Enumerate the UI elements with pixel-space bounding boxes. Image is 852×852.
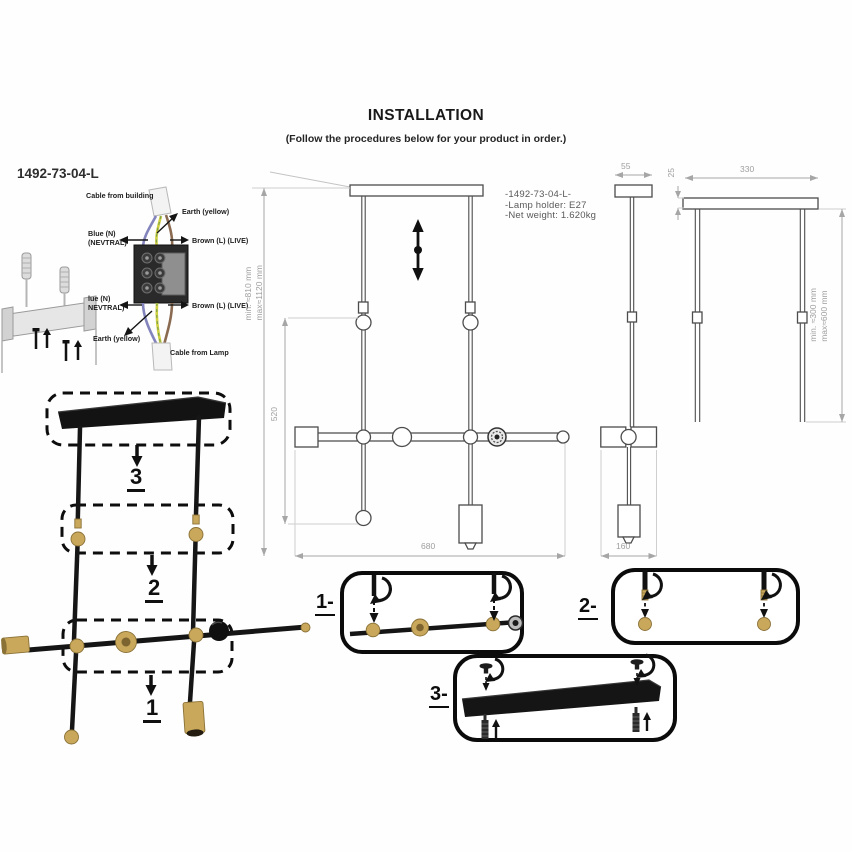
down-arrow-icon <box>131 445 158 696</box>
step-label-2: 2- <box>578 596 598 620</box>
label-cable-from-building: Cable from building <box>86 191 154 200</box>
up-arrow-icon <box>492 712 651 739</box>
assembly-number-3: 3 <box>127 466 146 492</box>
bar-joint <box>462 429 479 445</box>
dashed-insert-arrow-icon <box>641 603 768 618</box>
mounting-bracket-icon <box>1 295 97 373</box>
spec-net-weight: -Net weight: 1.620kg <box>505 210 597 221</box>
rod-render <box>642 570 767 590</box>
ball-joint-gold <box>70 514 204 547</box>
wiring-diagram <box>1 186 189 373</box>
label-live-bottom: Brown (L) (LIVE) <box>192 301 249 310</box>
dim-canopy-thickness: 25 <box>666 168 676 178</box>
lamp-render <box>1 391 311 745</box>
threaded-stud-icon <box>481 707 640 739</box>
ball-joint <box>355 314 372 331</box>
step3-callout <box>453 653 677 742</box>
canopy-highlight <box>57 396 227 413</box>
dashed-insert-arrow-icon <box>482 673 641 691</box>
front-view-drawing <box>252 171 570 559</box>
horizontal-bar <box>294 426 563 448</box>
rotation-arrow-icon <box>485 653 656 682</box>
spec-lamp-holder: -Lamp holder: E27 <box>505 199 587 211</box>
bar-end-sphere <box>556 430 570 444</box>
label-earth-bottom: Earth (yellow) <box>93 334 141 343</box>
assembly-number-1: 1 <box>143 697 162 723</box>
dim-bar-length: 160 <box>616 541 631 551</box>
lamp-holder-tip <box>463 542 478 550</box>
lamp-holder <box>617 504 641 538</box>
page-title: INSTALLATION <box>367 107 485 124</box>
spec-block: -1492-73-04-L- -Lamp holder: E27 -Net we… <box>505 189 597 222</box>
label-arrow-icon <box>119 213 189 336</box>
rod-connector <box>691 311 703 324</box>
screw-icon <box>479 659 644 674</box>
up-down-arrow-icon <box>412 219 424 281</box>
canopy-highlight <box>461 679 662 700</box>
cable-sleeve-bottom <box>151 342 173 371</box>
end-socket-gold <box>1 635 30 655</box>
wires-bottom <box>141 302 174 346</box>
dim-rod-range: min. ≈300 mm max≈600 mm <box>808 288 829 342</box>
side-view-drawing <box>600 172 846 559</box>
model-code: 1492-73-04-L <box>17 166 99 181</box>
canopy-side <box>614 184 653 198</box>
bottom-ball-gold <box>64 729 79 745</box>
bottom-ball <box>355 509 372 527</box>
label-neutral-top: Blue (N) (NEVTRAL) <box>88 229 127 247</box>
canopy-front <box>349 184 484 197</box>
dim-canopy-width: 55 <box>621 161 631 171</box>
dim-height-range: min. ≈810 mm max≈1120 mm <box>243 265 264 321</box>
up-arrow-icon <box>43 328 82 360</box>
disc-center <box>121 637 131 647</box>
lamp-holder <box>458 504 483 544</box>
page-subtitle: (Follow the procedures below for your pr… <box>285 133 567 145</box>
ball-joint <box>462 314 479 331</box>
center-sphere <box>620 428 637 446</box>
label-cable-from-lamp: Cable from Lamp <box>170 348 229 357</box>
dim-width: 680 <box>421 541 436 551</box>
rod-connector <box>464 301 476 314</box>
step2-callout <box>611 568 800 645</box>
label-earth-top: Earth (yellow) <box>182 207 230 216</box>
black-disc <box>209 621 229 641</box>
black-disc <box>507 615 524 631</box>
canopy-render <box>462 680 661 717</box>
dashed-insert-arrow-icon <box>369 599 499 623</box>
callout-frame <box>611 568 800 645</box>
spec-model: -1492-73-04-L- <box>505 189 572 200</box>
rod-connector <box>626 311 638 323</box>
rod-connector <box>357 301 369 314</box>
dimension-lines <box>252 187 566 559</box>
step1-callout <box>340 571 524 654</box>
label-neutral-bottom: lue (N) NEVTRAL) <box>88 294 125 312</box>
lamp-holder-tip <box>621 536 636 544</box>
rod-render <box>69 414 202 733</box>
canopy-back <box>682 197 819 210</box>
rod-connector <box>796 311 808 324</box>
rotation-arrow-icon <box>370 574 512 604</box>
lamp-socket-gold <box>182 701 206 737</box>
label-live-top: Brown (L) (LIVE) <box>192 236 249 245</box>
cable-sleeve-top <box>148 186 172 217</box>
canopy-render <box>58 397 226 429</box>
terminal-block-icon <box>133 244 189 304</box>
side-knob <box>487 427 507 447</box>
step-label-1: 1- <box>315 592 335 616</box>
assembly-number-2: 2 <box>145 577 164 603</box>
end-socket <box>294 426 319 448</box>
bar-joint <box>355 429 372 445</box>
ball-joint-gold <box>638 617 771 631</box>
hanging-rods <box>361 196 473 512</box>
dim-canopy-length: 330 <box>740 164 755 174</box>
step-label-3: 3- <box>429 684 449 708</box>
screw-icon <box>32 328 70 361</box>
disc-center <box>416 623 424 632</box>
dimension-lines <box>600 172 846 559</box>
rod-render <box>371 573 497 596</box>
rotation-arrow-icon <box>642 572 782 600</box>
center-sphere <box>391 426 413 448</box>
